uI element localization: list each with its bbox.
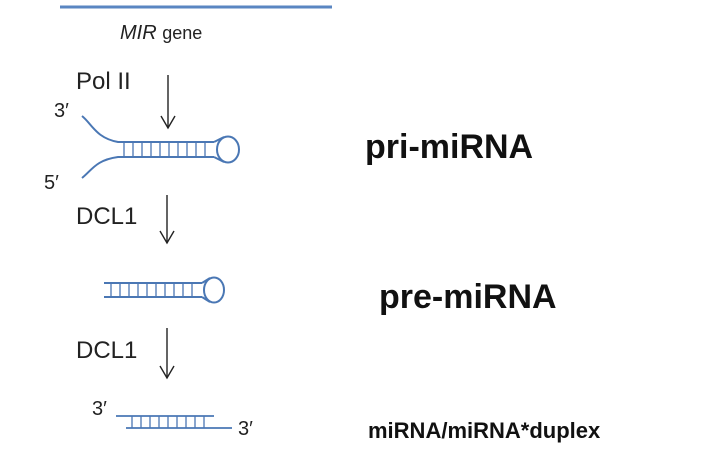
gene-suffix: gene [162, 23, 203, 43]
duplex-label: miRNA/miRNA*duplex [368, 418, 601, 443]
duplex-3prime-right: 3′ [238, 418, 253, 440]
pri-mirna-label: pri-miRNA [365, 128, 534, 166]
pre-mirna-structure [104, 276, 225, 304]
duplex-3prime-left: 3′ [92, 398, 107, 420]
pol2-label: Pol II [76, 68, 131, 95]
arrow-dcl1-first [159, 195, 175, 245]
pri-mirna-structure [81, 115, 240, 179]
gene-name: MIR [120, 22, 157, 44]
arrow-dcl1-second [159, 328, 175, 380]
duplex-structure [116, 415, 232, 429]
dcl1-label-first: DCL1 [76, 203, 138, 230]
pri-5prime-end: 5′ [44, 172, 59, 194]
pri-3prime-end: 3′ [54, 100, 69, 122]
arrow-pol2 [160, 75, 176, 130]
pre-mirna-label: pre-miRNA [379, 278, 557, 316]
mir-gene-label: MIR gene [120, 22, 202, 45]
dcl1-label-second: DCL1 [76, 337, 138, 364]
